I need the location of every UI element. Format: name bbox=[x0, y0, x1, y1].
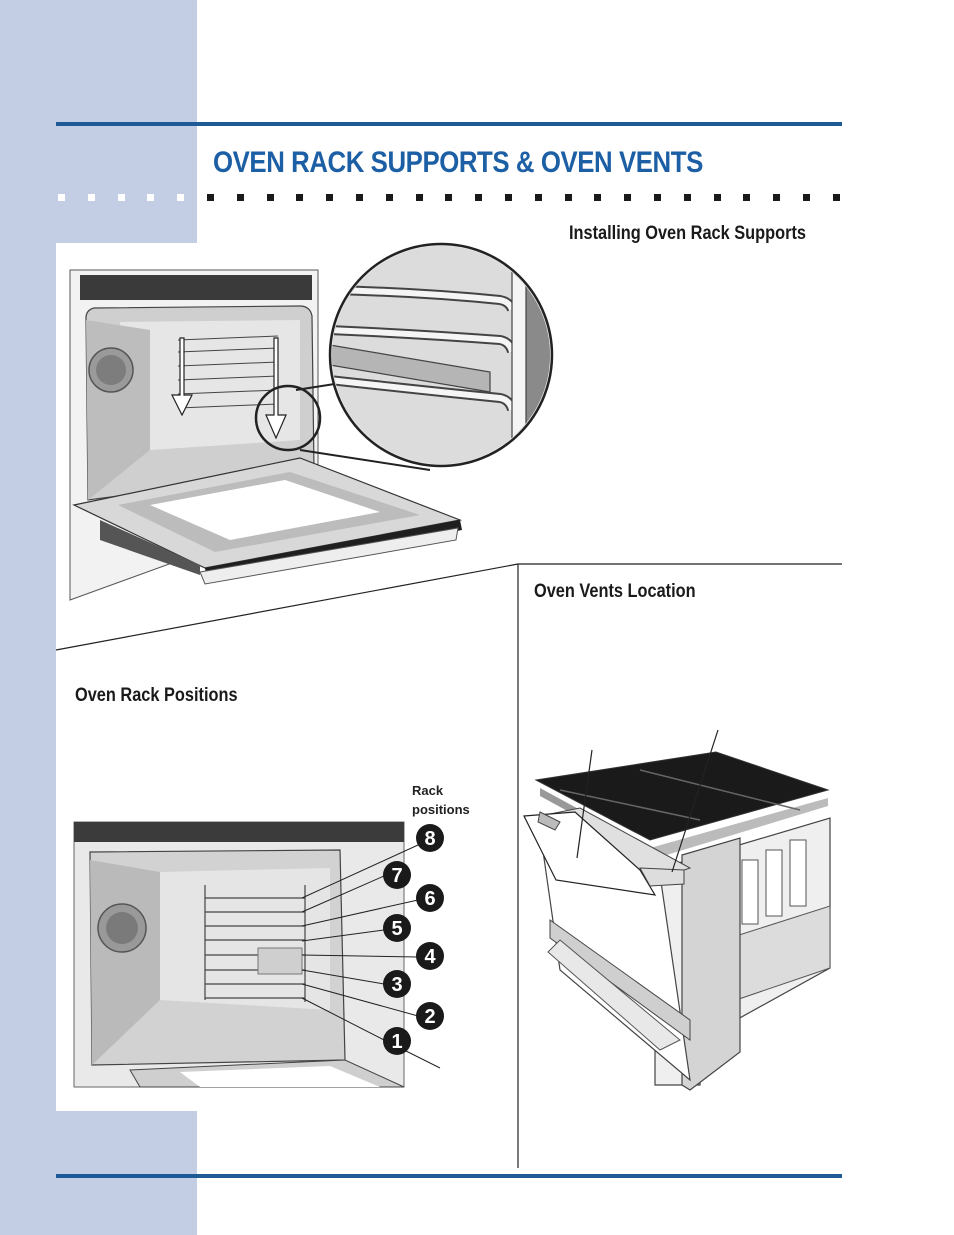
rack-number-badge bbox=[383, 914, 411, 942]
bottom-rule bbox=[56, 1174, 842, 1178]
rack-support-zoom-callout bbox=[254, 242, 554, 471]
rack-number-label: 2 bbox=[424, 1006, 435, 1028]
divider-dot bbox=[385, 194, 393, 201]
rack-number-badge bbox=[416, 1002, 444, 1030]
divider-dot bbox=[683, 194, 691, 201]
divider-dot bbox=[654, 194, 661, 201]
divider-dot bbox=[773, 194, 781, 201]
rack-number-badge bbox=[416, 942, 444, 970]
rack-number-badge bbox=[416, 824, 444, 852]
divider-dot bbox=[356, 194, 363, 201]
top-rule bbox=[56, 122, 842, 126]
divider-dot bbox=[326, 194, 334, 201]
divider-dot bbox=[87, 194, 95, 201]
rack-number-badge bbox=[383, 861, 411, 889]
divider-dot bbox=[296, 194, 304, 201]
divider-dot bbox=[594, 194, 602, 201]
dot-divider bbox=[58, 194, 840, 202]
section-dividers bbox=[55, 563, 842, 1168]
divider-dot bbox=[236, 194, 244, 201]
rack-number-label: 3 bbox=[391, 974, 402, 996]
divider-dot bbox=[207, 194, 214, 201]
divider-dot bbox=[803, 194, 810, 201]
divider-dot bbox=[147, 194, 155, 201]
divider-dot bbox=[177, 194, 185, 201]
divider-dot bbox=[832, 194, 840, 201]
range-vents-illustration bbox=[523, 729, 831, 1091]
rack-number-badge bbox=[416, 884, 444, 912]
page-title: OVEN RACK SUPPORTS & OVEN VENTS bbox=[213, 146, 703, 179]
divider-dot bbox=[445, 194, 453, 201]
rack-number-label: 6 bbox=[424, 888, 435, 910]
divider-dot bbox=[624, 194, 632, 201]
heading-positions: Oven Rack Positions bbox=[75, 685, 238, 706]
rack-number-label: 8 bbox=[424, 828, 435, 850]
divider-dot bbox=[743, 194, 751, 201]
rack-positions-label: Rack positions bbox=[412, 781, 470, 819]
divider-dot bbox=[266, 194, 274, 201]
rack-number-label: 7 bbox=[391, 865, 402, 887]
heading-vents: Oven Vents Location bbox=[534, 581, 696, 602]
rack-number-label: 5 bbox=[391, 918, 402, 940]
divider-dot bbox=[475, 194, 483, 201]
divider-dot bbox=[564, 194, 572, 201]
divider-dot bbox=[534, 194, 542, 201]
rack-number-badge bbox=[383, 970, 411, 998]
rack-number-badge bbox=[383, 1027, 411, 1055]
heading-installing: Installing Oven Rack Supports bbox=[569, 223, 806, 244]
rack-label-line1: Rack bbox=[412, 783, 444, 798]
rack-label-line2: positions bbox=[412, 802, 470, 817]
divider-dot bbox=[415, 194, 423, 201]
divider-dot bbox=[117, 194, 125, 201]
divider-dot bbox=[713, 194, 721, 201]
rack-number-label: 4 bbox=[424, 946, 436, 968]
rack-number-label: 1 bbox=[391, 1031, 402, 1053]
divider-dot bbox=[505, 194, 512, 201]
divider-dot bbox=[58, 194, 65, 201]
